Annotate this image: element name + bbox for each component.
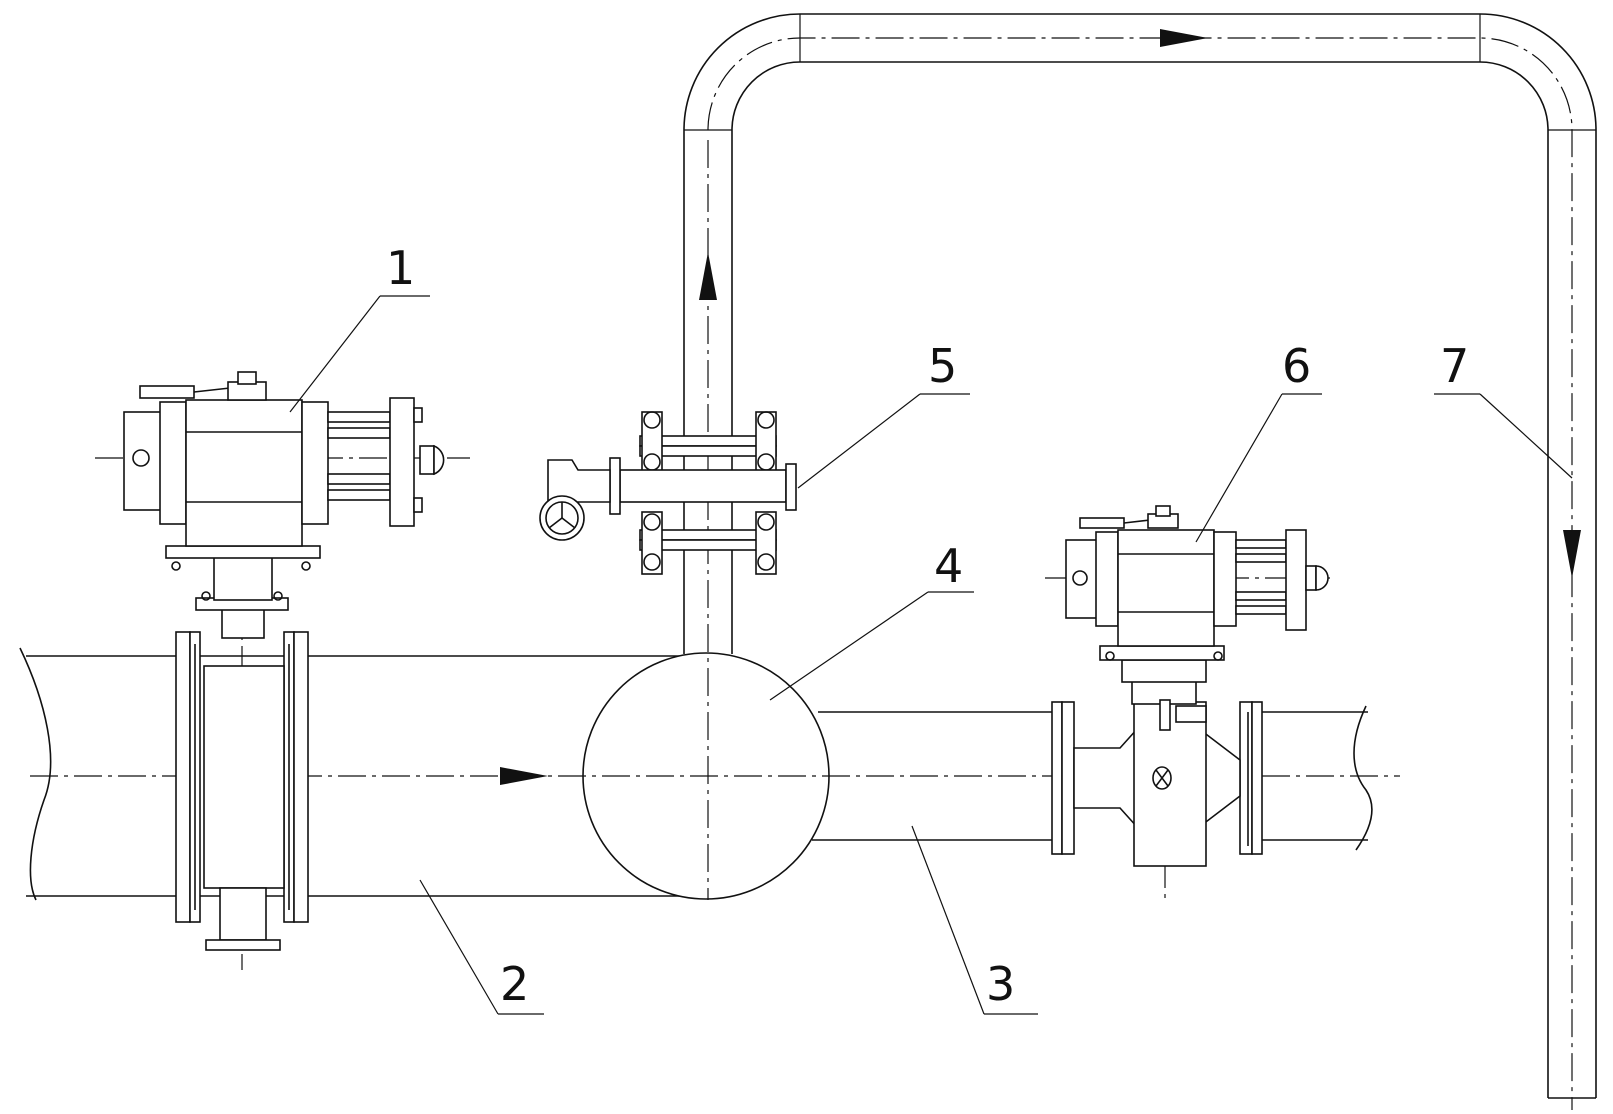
callout-labels: 1 2 3 4 5 6 7 [386,241,1469,1011]
valve-6 [1051,505,1329,867]
callout-3: 3 [986,957,1015,1011]
callout-4: 4 [934,539,963,593]
valve-5 [539,411,797,575]
callout-2: 2 [500,957,529,1011]
valve-1 [123,371,445,951]
arrow-up-riser [699,252,717,300]
callout-6: 6 [1282,339,1311,393]
riser-pipe [683,13,1597,1099]
leader-lines [289,295,1573,1015]
callout-5: 5 [928,339,957,393]
flow-arrows [500,29,1581,785]
main-pipe-2 [19,647,690,901]
arrow-down-loop [1563,530,1581,578]
arrow-right-main [500,767,548,785]
branch-pipe-3 [812,705,1373,851]
arrow-right-top [1160,29,1208,47]
callout-1: 1 [386,241,415,295]
callout-7: 7 [1440,339,1469,393]
